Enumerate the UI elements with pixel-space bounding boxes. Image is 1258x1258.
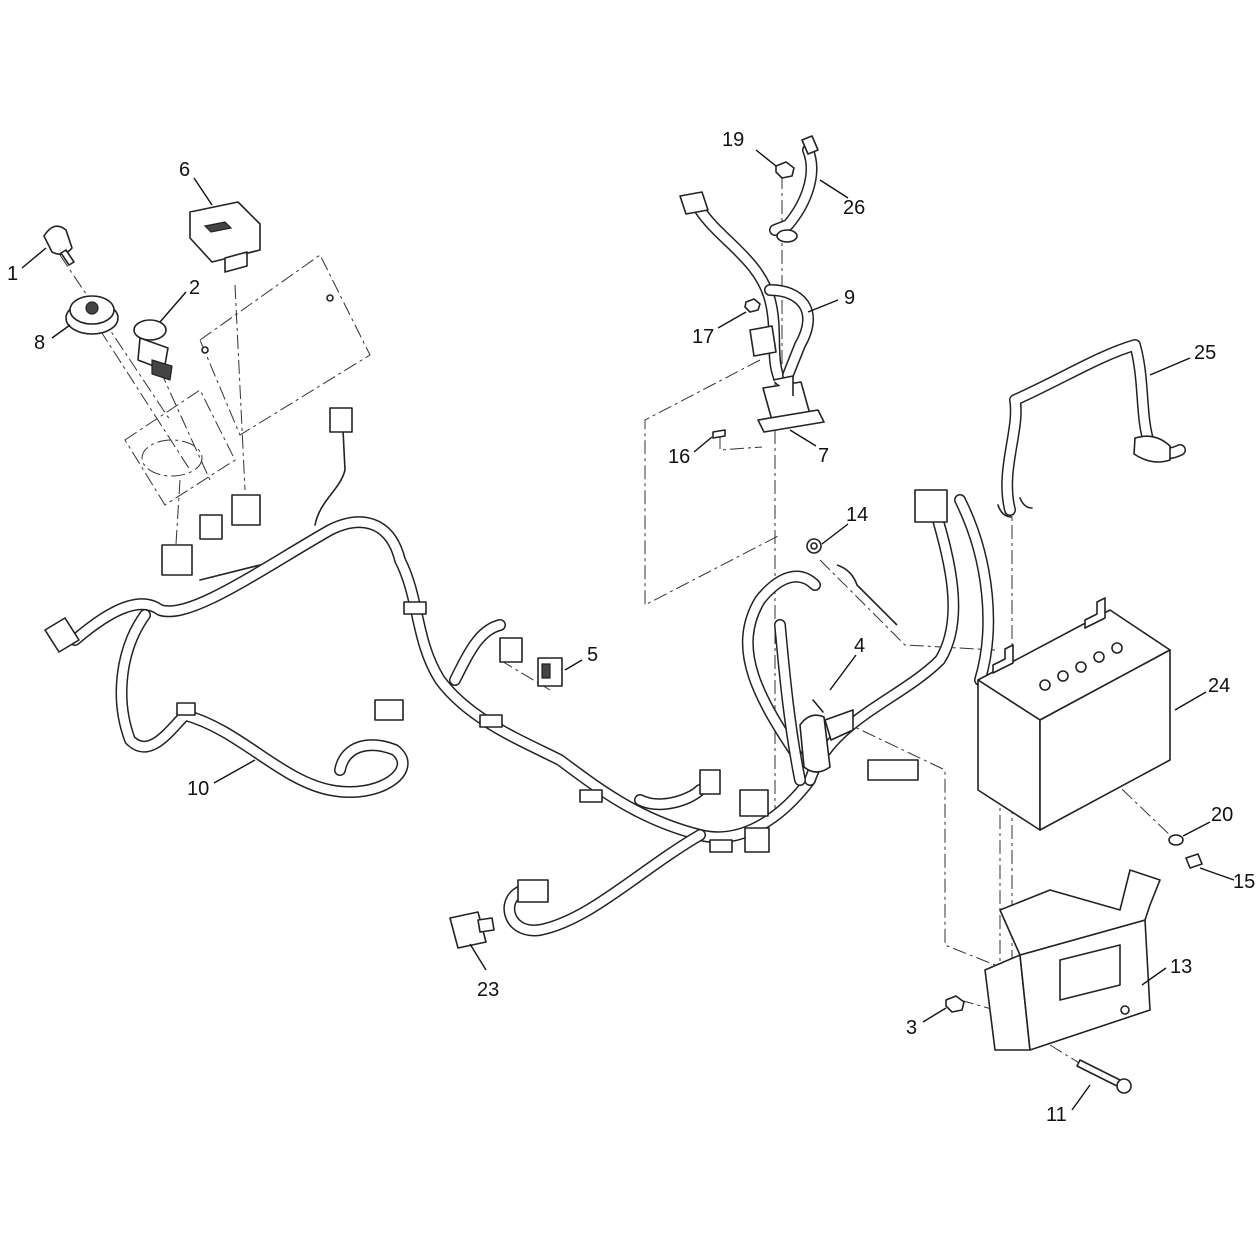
assembly-lines <box>59 175 1176 1086</box>
starter-solenoid-cables <box>679 135 825 433</box>
callout-6: 6 <box>179 159 190 181</box>
callout-24: 24 <box>1208 675 1230 697</box>
callout-20: 20 <box>1211 804 1233 826</box>
connector-icon <box>537 657 563 687</box>
battery-icon <box>977 597 1171 831</box>
callout-16: 16 <box>668 446 690 468</box>
callout-1: 1 <box>7 263 18 285</box>
callout-19: 19 <box>722 129 744 151</box>
callout-7: 7 <box>818 445 829 467</box>
push-button-switch-icon <box>133 319 173 381</box>
callout-10: 10 <box>187 778 209 800</box>
ignition-key-icon <box>43 225 75 266</box>
callout-14: 14 <box>846 504 868 526</box>
wiring-harness <box>44 407 995 937</box>
fasteners <box>712 161 1203 1094</box>
callout-5: 5 <box>587 644 598 666</box>
callout-9: 9 <box>844 287 855 309</box>
seat-switch-icon <box>449 911 495 949</box>
callout-25: 25 <box>1194 342 1216 364</box>
callout-4: 4 <box>854 635 865 657</box>
callout-26: 26 <box>843 197 865 219</box>
nut-19 <box>775 161 795 179</box>
relay-icon <box>799 699 854 773</box>
callout-17: 17 <box>692 326 714 348</box>
screw-16 <box>712 429 726 439</box>
battery-hold-down-rod <box>997 339 1186 518</box>
callout-15: 15 <box>1233 871 1255 893</box>
nut-17 <box>744 298 761 313</box>
ignition-switch-icon <box>65 295 119 335</box>
callout-3: 3 <box>906 1017 917 1039</box>
callout-labels: 1 2 3 4 5 6 7 8 9 10 11 13 14 15 16 17 1… <box>7 129 1255 1126</box>
callout-8: 8 <box>34 332 45 354</box>
washer-20 <box>1168 834 1184 846</box>
callout-13: 13 <box>1170 956 1192 978</box>
callout-2: 2 <box>189 277 200 299</box>
callout-23: 23 <box>477 979 499 1001</box>
nut-3 <box>945 995 965 1013</box>
dash-panel-plate <box>124 254 371 506</box>
leader-lines <box>21 149 1235 1111</box>
bolt-15 <box>1185 853 1203 869</box>
hour-meter-icon <box>189 201 261 273</box>
battery-bracket-icon <box>984 869 1161 1051</box>
callout-11: 11 <box>1046 1104 1067 1126</box>
